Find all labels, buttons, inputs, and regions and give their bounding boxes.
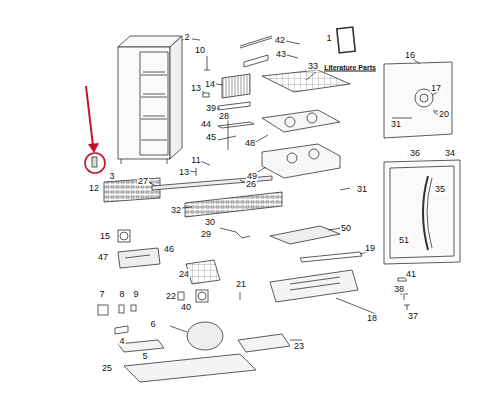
manual (337, 27, 355, 53)
door (384, 160, 460, 264)
callout-number: 25 (101, 364, 113, 373)
callout-number: 15 (99, 232, 111, 241)
callout-number: 36 (409, 149, 421, 158)
callout-number: 6 (149, 320, 156, 329)
callout-number: 8 (118, 290, 125, 299)
callout-number: 2 (183, 33, 190, 42)
highlight (85, 86, 105, 173)
callout-number: 27 (137, 177, 149, 186)
callout-number: 16 (404, 51, 416, 60)
compressor (187, 322, 223, 350)
callout-number: 31 (356, 185, 368, 194)
callout-number: 4 (118, 337, 125, 346)
callout-number: 32 (170, 206, 182, 215)
callout-number: 23 (293, 342, 305, 351)
liner-panel (384, 62, 452, 138)
callout-number: 37 (407, 312, 419, 321)
callout-number: 33 (307, 62, 319, 71)
callout-number: 7 (98, 290, 105, 299)
callout-number: 17 (430, 84, 442, 93)
callout-number: 13 (178, 168, 190, 177)
callout-number: 10 (194, 46, 206, 55)
callout-number: 35 (434, 185, 446, 194)
callout-number: 43 (275, 50, 287, 59)
leveling-foot (92, 157, 97, 167)
callout-number: 40 (180, 303, 192, 312)
callout-number: 24 (178, 270, 190, 279)
callout-number: 34 (444, 149, 456, 158)
callout-number: 30 (204, 218, 216, 227)
callout-number: 26 (245, 180, 257, 189)
callout-number: 28 (218, 112, 230, 121)
cabinet (118, 36, 190, 164)
callout-number: 20 (438, 110, 450, 119)
kickplate (185, 192, 282, 217)
callout-number: 5 (141, 352, 148, 361)
callout-number: 12 (88, 184, 100, 193)
callout-number: 51 (398, 236, 410, 245)
callout-number: 44 (200, 120, 212, 129)
callout-number: 22 (165, 292, 177, 301)
literature-caption: Literature Parts (323, 64, 377, 71)
callout-number: 21 (235, 280, 247, 289)
callout-number: 11 (190, 156, 201, 165)
callout-number: 46 (163, 245, 175, 254)
callout-number: 19 (364, 244, 376, 253)
callout-number: 50 (340, 224, 352, 233)
callout-number: 42 (274, 36, 286, 45)
callout-number: 39 (205, 104, 217, 113)
callout-number: 29 (200, 230, 212, 239)
callout-number: 14 (204, 80, 216, 89)
callout-number: 47 (97, 253, 109, 262)
callout-number: 1 (325, 34, 332, 43)
callout-number: 41 (405, 270, 417, 279)
control-panel (270, 270, 358, 302)
callout-number: 45 (205, 133, 217, 142)
wire-shelf (262, 70, 350, 92)
callout-number: 31 (390, 120, 402, 129)
callout-number: 48 (244, 139, 256, 148)
callout-number: 38 (393, 285, 405, 294)
callout-number: 3 (108, 172, 115, 181)
callout-number: 13 (190, 84, 202, 93)
callout-number: 9 (132, 290, 139, 299)
callout-number: 18 (366, 314, 378, 323)
